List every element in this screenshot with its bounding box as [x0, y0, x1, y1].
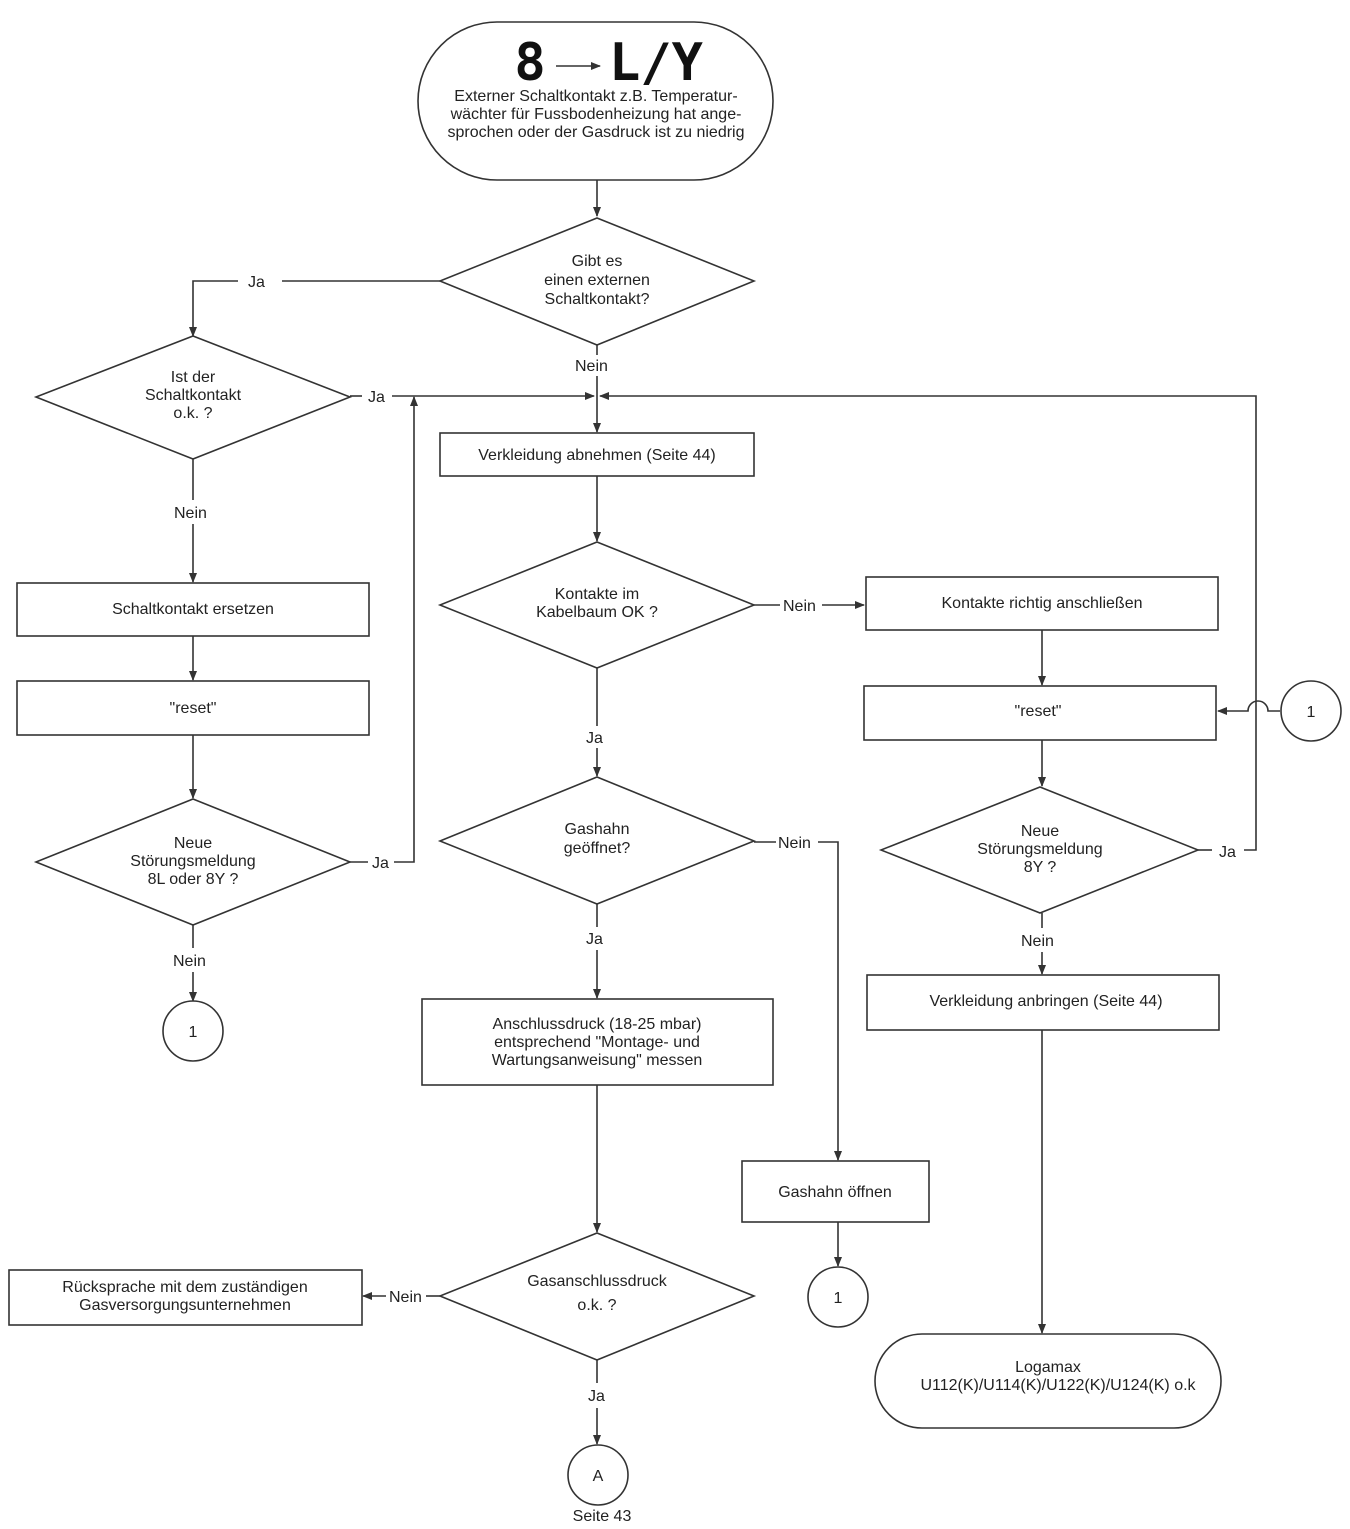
- svg-text:"reset": "reset": [170, 700, 217, 717]
- process-verkleidung-abnehmen: Verkleidung abnehmen (Seite 44): [439, 432, 755, 477]
- svg-text:Wartungsanweisung" messen: Wartungsanweisung" messen: [492, 1052, 703, 1069]
- svg-text:1: 1: [834, 1290, 843, 1307]
- svg-text:Kontakte im: Kontakte im: [555, 586, 639, 603]
- svg-text:o.k. ?: o.k. ?: [577, 1297, 616, 1314]
- svg-text:entsprechend "Montage- und: entsprechend "Montage- und: [494, 1034, 700, 1051]
- svg-text:Kabelbaum OK ?: Kabelbaum OK ?: [536, 604, 658, 621]
- label-nein-kontakte: Nein: [783, 598, 816, 615]
- decision-externer-schaltkontakt: Gibt es einen externen Schaltkontakt?: [437, 217, 757, 346]
- decision-gashahn-geoeffnet: Gashahn geöffnet?: [437, 776, 757, 905]
- label-ja-schalt-ok: Ja: [368, 389, 385, 406]
- svg-text:Gibt es: Gibt es: [572, 253, 623, 270]
- label-ja-extern: Ja: [248, 274, 265, 291]
- svg-text:Verkleidung abnehmen (Seite 44: Verkleidung abnehmen (Seite 44): [478, 447, 716, 464]
- svg-text:Schaltkontakt?: Schaltkontakt?: [545, 291, 650, 308]
- svg-text:Kontakte richtig anschließen: Kontakte richtig anschließen: [942, 595, 1143, 612]
- process-anschlussdruck-messen: Anschlussdruck (18-25 mbar) entsprechend…: [421, 998, 774, 1086]
- svg-text:geöffnet?: geöffnet?: [564, 840, 631, 857]
- label-ja-neue-rechts: Ja: [1219, 844, 1236, 861]
- decision-gasanschlussdruck-ok: Gasanschlussdruck o.k. ?: [437, 1232, 757, 1361]
- process-schaltkontakt-ersetzen: Schaltkontakt ersetzen: [16, 582, 370, 637]
- svg-text:1: 1: [1307, 704, 1316, 721]
- svg-text:Gashahn öffnen: Gashahn öffnen: [778, 1184, 892, 1201]
- process-gashahn-oeffnen: Gashahn öffnen: [741, 1160, 930, 1223]
- label-nein-extern: Nein: [575, 358, 608, 375]
- label-nein-neue-links: Nein: [173, 953, 206, 970]
- process-ruecksprache: Rücksprache mit dem zuständigen Gasverso…: [8, 1269, 363, 1326]
- label-ja-gashahn: Ja: [586, 931, 603, 948]
- connector-1-left: 1: [162, 1000, 224, 1062]
- svg-text:Schaltkontakt ersetzen: Schaltkontakt ersetzen: [112, 601, 274, 618]
- connector-a: A: [567, 1444, 629, 1506]
- process-reset-right: "reset": [863, 685, 1217, 741]
- error-code-to: L/Y: [609, 33, 704, 93]
- label-nein-gashahn: Nein: [778, 835, 811, 852]
- connector-lines: [189, 180, 1280, 1445]
- decision-neue-stoerung-links: Neue Störungsmeldung 8L oder 8Y ?: [33, 798, 353, 926]
- decision-neue-stoerung-rechts: Neue Störungsmeldung 8Y ?: [878, 786, 1201, 914]
- svg-text:Neue: Neue: [174, 835, 212, 852]
- svg-text:Gasversorgungsunternehmen: Gasversorgungsunternehmen: [79, 1297, 291, 1314]
- svg-text:Anschlussdruck (18-25 mbar): Anschlussdruck (18-25 mbar): [493, 1016, 702, 1033]
- process-verkleidung-anbringen: Verkleidung anbringen (Seite 44): [866, 974, 1220, 1031]
- label-ja-kontakte: Ja: [586, 730, 603, 747]
- process-reset-left: "reset": [16, 680, 370, 736]
- svg-text:"reset": "reset": [1015, 703, 1062, 720]
- svg-text:Gasanschlussdruck: Gasanschlussdruck: [527, 1273, 668, 1290]
- svg-text:Rücksprache mit dem zuständige: Rücksprache mit dem zuständigen: [62, 1279, 307, 1296]
- label-nein-gasdruck: Nein: [389, 1289, 422, 1306]
- process-kontakte-anschliessen: Kontakte richtig anschließen: [865, 576, 1219, 631]
- label-nein-neue-rechts: Nein: [1021, 933, 1054, 950]
- start-line-1: Externer Schaltkontakt z.B. Temperatur-: [454, 88, 737, 105]
- svg-text:Ist der: Ist der: [171, 369, 216, 386]
- svg-text:U112(K)/U114(K)/U122(K)/U124(K: U112(K)/U114(K)/U122(K)/U124(K) o.k: [920, 1377, 1196, 1394]
- svg-text:Störungsmeldung: Störungsmeldung: [977, 841, 1102, 858]
- label-ja-neue-links: Ja: [372, 855, 389, 872]
- label-nein-schalt-ok: Nein: [174, 505, 207, 522]
- error-code-from: 8: [514, 33, 545, 93]
- start-terminal: 8 L/Y Externer Schaltkontakt z.B. Temper…: [417, 21, 774, 181]
- svg-text:Logamax: Logamax: [1015, 1359, 1081, 1376]
- start-line-3: sprochen oder der Gasdruck ist zu niedri…: [447, 124, 744, 141]
- svg-text:Störungsmeldung: Störungsmeldung: [130, 853, 255, 870]
- connector-a-caption: Seite 43: [573, 1508, 632, 1525]
- start-line-2: wächter für Fussbodenheizung hat ange-: [450, 106, 742, 123]
- svg-text:1: 1: [189, 1024, 198, 1041]
- svg-text:A: A: [593, 1468, 604, 1485]
- svg-text:o.k. ?: o.k. ?: [173, 405, 212, 422]
- svg-text:Verkleidung anbringen (Seite 4: Verkleidung anbringen (Seite 44): [929, 993, 1162, 1010]
- svg-text:8L oder 8Y ?: 8L oder 8Y ?: [148, 871, 239, 888]
- connector-1-center: 1: [807, 1266, 869, 1328]
- decision-kontakte-kabelbaum: Kontakte im Kabelbaum OK ?: [437, 541, 757, 669]
- label-ja-gasdruck: Ja: [588, 1388, 605, 1405]
- svg-text:8Y ?: 8Y ?: [1024, 859, 1057, 876]
- connector-1-right: 1: [1280, 680, 1342, 742]
- svg-text:einen externen: einen externen: [544, 272, 650, 289]
- svg-text:Schaltkontakt: Schaltkontakt: [145, 387, 242, 404]
- decision-schaltkontakt-ok: Ist der Schaltkontakt o.k. ?: [33, 335, 353, 460]
- end-terminal: Logamax U112(K)/U114(K)/U122(K)/U124(K) …: [874, 1333, 1222, 1429]
- svg-text:Gashahn: Gashahn: [565, 821, 630, 838]
- svg-text:Neue: Neue: [1021, 823, 1059, 840]
